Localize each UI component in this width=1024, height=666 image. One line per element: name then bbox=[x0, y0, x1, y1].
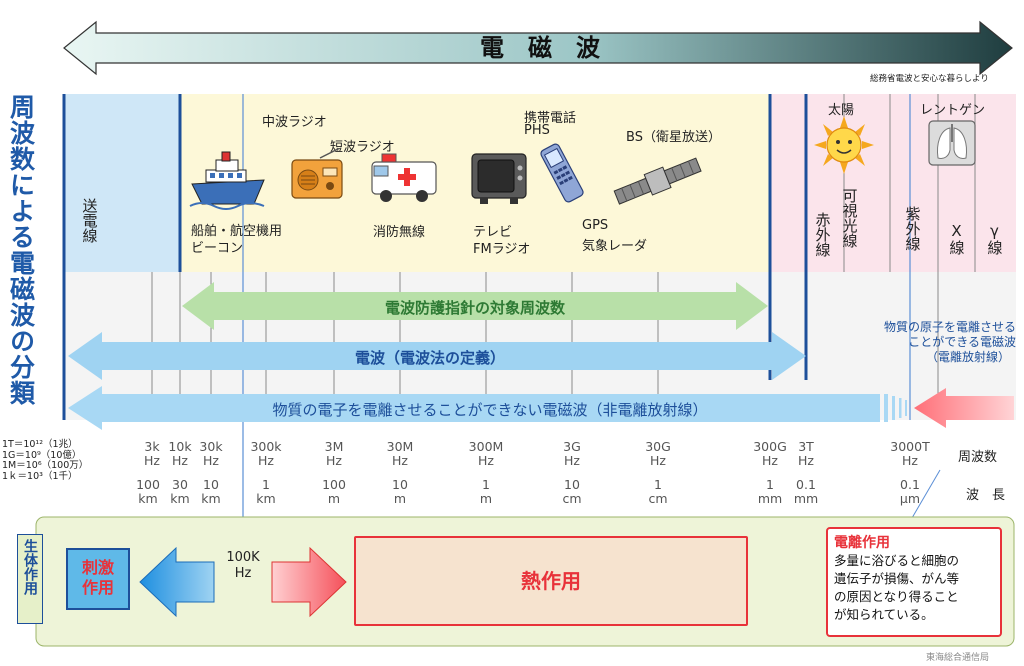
threshold-line2: Hz bbox=[234, 566, 252, 581]
stimulus-arrow bbox=[139, 546, 215, 618]
ionizing-arrow bbox=[914, 388, 1014, 428]
radio-icon bbox=[291, 148, 343, 199]
ionizing-text-4: が知られている。 bbox=[834, 607, 934, 622]
mobile-phone-icon bbox=[540, 143, 584, 203]
ionizing-text-3: の原因となり得ること bbox=[834, 589, 959, 604]
ionizing-label-line1: 物質の原子を電離させる bbox=[883, 320, 1016, 334]
caption-sw-radio: 短波ラジオ bbox=[330, 140, 395, 155]
side-title: 周波数による電磁波の分類 bbox=[6, 94, 36, 406]
ionizing-title: 電離作用 bbox=[834, 535, 890, 551]
non-ionizing-arrow bbox=[68, 386, 880, 430]
guideline-arrow bbox=[182, 282, 768, 330]
sun-icon bbox=[814, 116, 874, 174]
xray-lungs-icon bbox=[928, 120, 976, 166]
ship-icon bbox=[189, 151, 265, 210]
caption-ship-line1: 船舶・航空機用 bbox=[191, 224, 283, 239]
threshold-line1: 100K bbox=[226, 550, 260, 565]
wave-axis-label: 波 長 bbox=[966, 488, 1006, 503]
radio-law-arrow bbox=[68, 332, 806, 380]
header-title: 電 磁 波 bbox=[480, 34, 600, 62]
band-gamma: γ線 bbox=[985, 222, 1004, 255]
thermal-box: 熱作用 bbox=[354, 536, 748, 626]
caption-tv-line1: テレビ bbox=[473, 225, 513, 240]
guideline-label: 電波防護指針の対象周波数 bbox=[384, 299, 565, 317]
ionizing-text-2: 遺伝子が損傷、がん等 bbox=[834, 571, 960, 586]
unit-m: 1M＝10⁶（100万） bbox=[2, 460, 89, 471]
caption-sun: 太陽 bbox=[828, 103, 855, 118]
caption-mobile-line1: 携帯電話 bbox=[524, 111, 577, 126]
band-ultraviolet: 紫外線 bbox=[903, 206, 922, 251]
band-infrared: 赤外線 bbox=[813, 212, 832, 257]
threshold-label: 100K Hz bbox=[214, 550, 272, 582]
ionizing-label-line3: （電離放射線） bbox=[925, 350, 1010, 364]
unit-g: 1G＝10⁹（10億） bbox=[2, 449, 82, 461]
caption-fire: 消防無線 bbox=[373, 225, 426, 240]
stimulus-box: 刺激作用 bbox=[66, 548, 130, 610]
thermal-arrow bbox=[271, 546, 347, 618]
caption-ship-line2: ビーコン bbox=[191, 241, 244, 256]
header-source: 総務省電波と安心な暮らしより bbox=[870, 74, 989, 84]
footer-source: 東海総合通信局 bbox=[926, 653, 990, 663]
caption-roentgen: レントゲン bbox=[920, 103, 986, 118]
ionizing-label: 物質の原子を電離させる ことができる電磁波 （電離放射線） bbox=[852, 320, 1016, 365]
band-visible: 可視光線 bbox=[840, 188, 859, 248]
ambulance-icon bbox=[371, 153, 437, 202]
tv-icon bbox=[471, 153, 527, 204]
satellite-icon bbox=[613, 157, 702, 205]
ionizing-text-1: 多量に浴びると細胞の bbox=[834, 553, 960, 568]
unit-t: 1T＝10¹²（1兆） bbox=[2, 439, 78, 450]
header-arrow bbox=[63, 20, 1013, 76]
ionizing-box: 電離作用 多量に浴びると細胞の 遺伝子が損傷、がん等 の原因となり得ること が知… bbox=[826, 527, 1002, 637]
side-title-text: 周波数による電磁波の分類 bbox=[6, 94, 36, 406]
caption-gps-line2: 気象レーダ bbox=[582, 239, 648, 254]
caption-tv-line2: FMラジオ bbox=[473, 242, 531, 257]
band-transmission: 送電線 bbox=[80, 198, 99, 243]
thermal-label: 熱作用 bbox=[521, 569, 581, 593]
non-ionizing-label: 物質の電子を電離させることができない電磁波（非電離放射線） bbox=[272, 401, 708, 419]
unit-legend: 1T＝10¹²（1兆） 1G＝10⁹（10億） 1M＝10⁶（100万） 1ｋ＝… bbox=[2, 439, 89, 482]
band-xray: X線 bbox=[947, 222, 966, 255]
bio-label: 生体作用 bbox=[17, 534, 43, 624]
ionizing-label-line2: ことができる電磁波 bbox=[908, 335, 1016, 349]
stimulus-label-1: 刺激作用 bbox=[81, 558, 114, 597]
caption-gps-line1: GPS bbox=[582, 218, 609, 233]
caption-mobile-line2: PHS bbox=[524, 123, 550, 138]
unit-k: 1ｋ＝10³（1千） bbox=[2, 470, 78, 482]
radio-law-label: 電波（電波法の定義） bbox=[354, 349, 505, 367]
region-elf bbox=[64, 94, 180, 272]
caption-bs: BS（衛星放送） bbox=[626, 130, 721, 145]
freq-axis-label: 周波数 bbox=[958, 450, 998, 465]
caption-mw-radio: 中波ラジオ bbox=[262, 115, 327, 130]
